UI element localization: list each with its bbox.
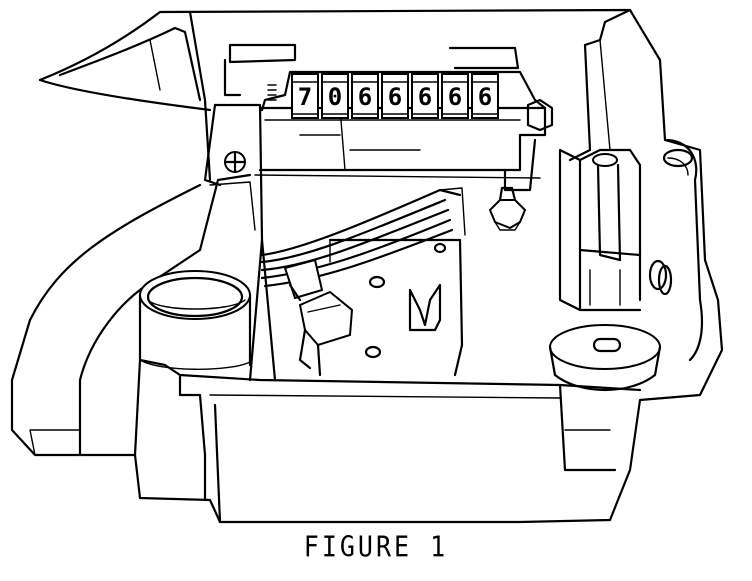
counter-digit: 6 xyxy=(418,83,432,111)
counter-wheel-rim xyxy=(471,81,499,115)
counter-wheel-rim xyxy=(441,81,469,115)
right-side-posts xyxy=(558,148,642,312)
center-plate xyxy=(328,238,464,377)
wire-harness xyxy=(260,187,466,377)
housing-shell xyxy=(10,8,724,524)
mounting-bracket xyxy=(203,103,277,382)
figure-caption: FIGURE 1 xyxy=(303,529,449,564)
counter-digit: 6 xyxy=(388,83,402,111)
counter-digit: 0 xyxy=(328,83,342,111)
counter-wheel-rim xyxy=(351,81,379,115)
counter-digit: 7 xyxy=(298,83,312,111)
counter-wheel-rim xyxy=(321,81,349,115)
counter-digit: 6 xyxy=(358,83,372,111)
counter-wheel-rim xyxy=(411,81,439,115)
counter-wheel-rim xyxy=(291,81,319,115)
inner-tray xyxy=(28,173,642,524)
counter-digit: 6 xyxy=(448,83,462,111)
cylinder-post xyxy=(138,270,252,370)
push-rivet xyxy=(488,186,527,231)
counter-digit: 6 xyxy=(478,83,492,111)
counter-wheel-rim xyxy=(381,81,409,115)
front-boss xyxy=(548,324,662,391)
